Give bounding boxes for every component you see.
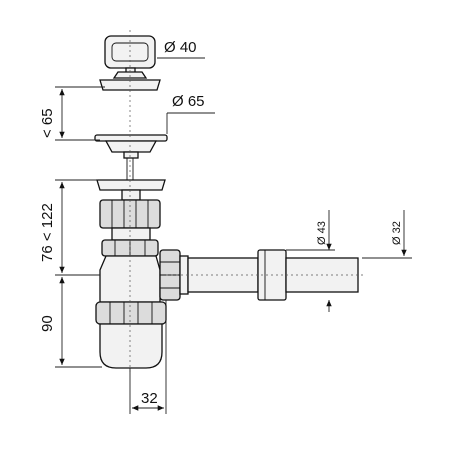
drain-height-label: < 65 — [39, 108, 56, 138]
dimension-lines — [55, 57, 412, 414]
stopper-diameter-label: Ø 40 — [164, 39, 197, 56]
outlet-nut — [159, 249, 189, 301]
grid-diameter-label: Ø 65 — [172, 93, 205, 110]
drain-grid — [94, 134, 168, 180]
slip-nut-lower — [101, 239, 159, 257]
trap-height-label: 90 — [39, 315, 56, 332]
outlet-diameter-small-label: Ø 32 — [391, 221, 403, 245]
trap-bottle — [95, 90, 167, 375]
stopper-cap — [99, 30, 161, 91]
offset-width-label: 32 — [141, 390, 158, 407]
adjustable-range-label: 76 < 122 — [39, 203, 56, 262]
upper-washer — [96, 179, 166, 201]
outlet-diameter-large-label: Ø 43 — [316, 221, 328, 245]
outlet-pipe — [166, 249, 365, 301]
slip-nut-upper — [99, 199, 161, 241]
